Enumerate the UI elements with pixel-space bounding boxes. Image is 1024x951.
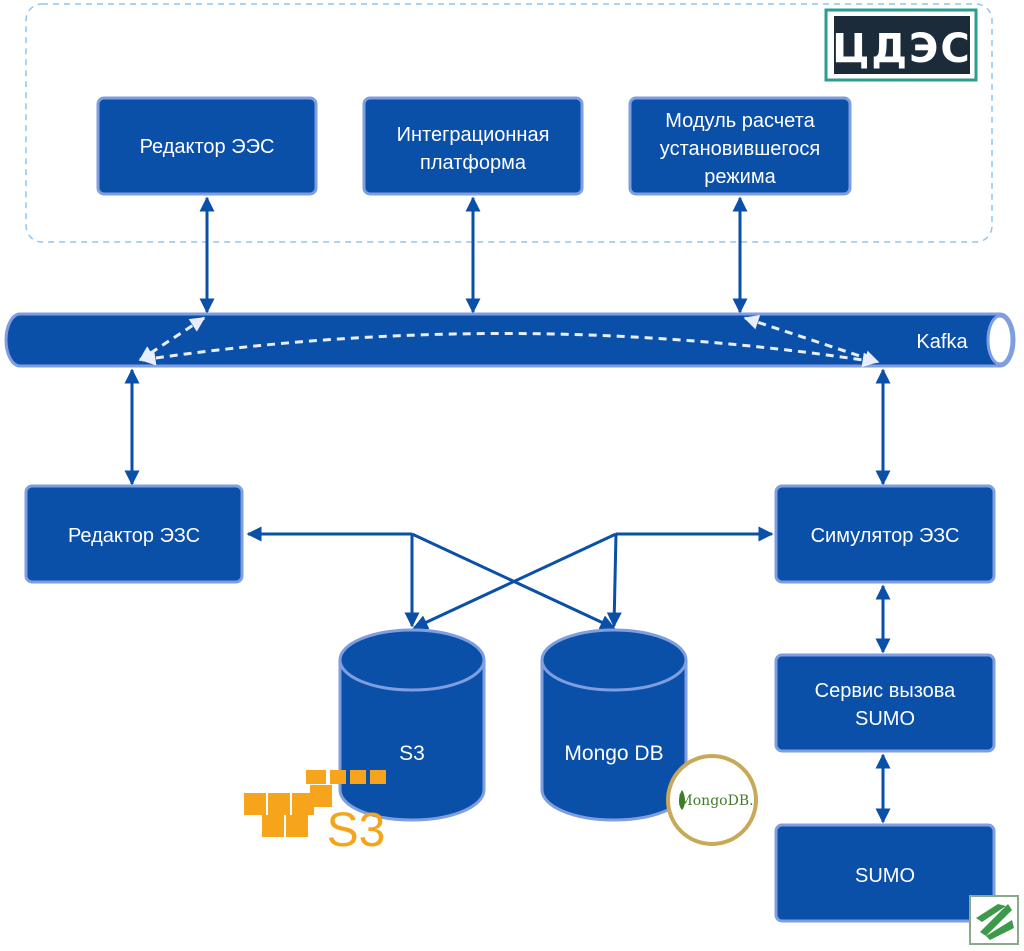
top-editor-label: Редактор ЭЭС xyxy=(140,136,275,158)
mongodb-logo-text: MongoDB. xyxy=(678,793,753,809)
cdes-logo: ЦДЭС xyxy=(824,8,978,82)
s3-database: S3 xyxy=(338,628,486,822)
sumo-label: SUMO xyxy=(855,865,915,887)
integration-label-line1: Интеграционная xyxy=(397,124,550,146)
sumo-service-label-line2: SUMO xyxy=(855,708,915,730)
cdes-logo-text: ЦДЭС xyxy=(832,26,971,72)
top-group-container xyxy=(25,3,993,243)
simulator-label: Симулятор ЭЗС xyxy=(811,525,960,547)
s3-logo-text: S3 xyxy=(327,804,386,857)
kafka-label: Kafka xyxy=(916,331,968,353)
dashed-flow-center xyxy=(140,332,878,368)
mongo-database: Mongo DB xyxy=(540,628,688,822)
calc-module-label-line3: режима xyxy=(704,166,776,188)
arrow-simulator-mongo xyxy=(606,533,622,628)
mongodb-logo: MongoDB. xyxy=(666,754,758,846)
left-editor-label: Редактор ЭЗС xyxy=(68,525,200,547)
top-editor-box: Редактор ЭЭС xyxy=(96,96,318,196)
left-editor-box: Редактор ЭЗС xyxy=(24,484,244,584)
calc-module-label-line1: Модуль расчета xyxy=(665,110,815,132)
integration-platform-box: Интеграционная платформа xyxy=(362,96,584,196)
sumo-box: SUMO xyxy=(774,823,996,923)
aws-s3-logo: S3 xyxy=(244,770,386,857)
sumo-service-box: Сервис вызова SUMO xyxy=(774,653,996,753)
calc-module-label-line2: установившегося xyxy=(660,138,820,160)
simulator-box: Симулятор ЭЗС xyxy=(774,484,996,584)
arrow-simulator-s3 xyxy=(412,532,617,630)
calc-module-box: Модуль расчета установившегося режима xyxy=(628,96,852,196)
mongo-label: Mongo DB xyxy=(564,742,663,765)
sumo-service-label-line1: Сервис вызова xyxy=(815,680,957,702)
s3-label: S3 xyxy=(399,742,425,765)
corner-logo xyxy=(969,895,1019,945)
integration-label-line2: платформа xyxy=(420,152,527,174)
